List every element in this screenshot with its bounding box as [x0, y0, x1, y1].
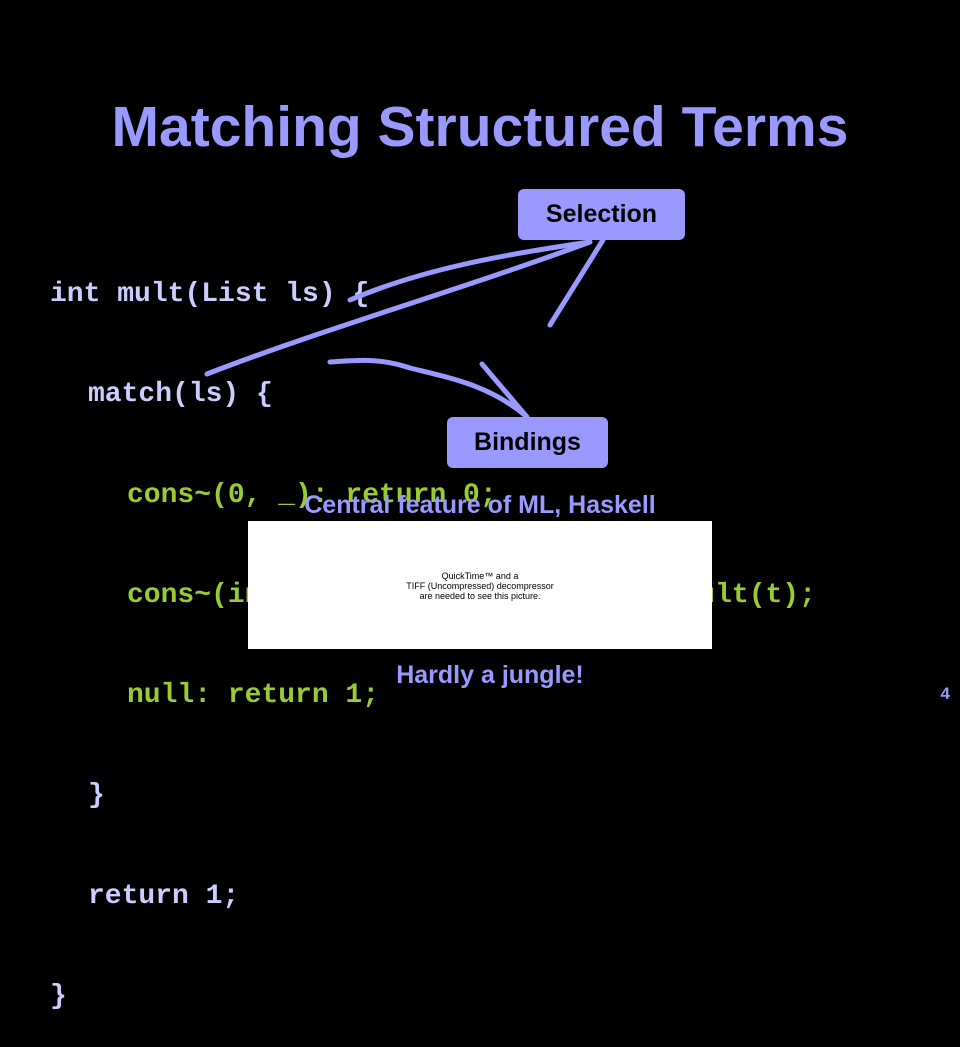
code-line: return 1;: [88, 880, 240, 912]
page-number: 4: [940, 684, 950, 703]
code-line: int mult(List ls) {: [50, 279, 370, 310]
selection-callout: Selection: [518, 189, 685, 240]
picture-text-line: QuickTime™ and a: [441, 571, 519, 581]
bindings-callout: Bindings: [447, 417, 608, 468]
code-line: }: [88, 780, 105, 812]
picture-placeholder-text: QuickTime™ and a TIFF (Uncompressed) dec…: [248, 571, 712, 601]
code-line-case: cons~(0, _): return 0;: [127, 479, 497, 511]
missing-picture-placeholder: QuickTime™ and a TIFF (Uncompressed) dec…: [248, 521, 712, 649]
picture-text-line: TIFF (Uncompressed) decompressor: [406, 581, 554, 591]
caption-central-feature: Central feature of ML, Haskell: [304, 491, 656, 519]
code-line: }: [50, 981, 67, 1013]
caption-hardly-a-jungle: Hardly a jungle!: [396, 661, 584, 689]
code-line-case: null: return 1;: [127, 680, 380, 712]
slide-title: Matching Structured Terms: [111, 95, 849, 159]
code-line: match(ls) {: [88, 379, 273, 411]
picture-text-line: are needed to see this picture.: [419, 591, 541, 601]
